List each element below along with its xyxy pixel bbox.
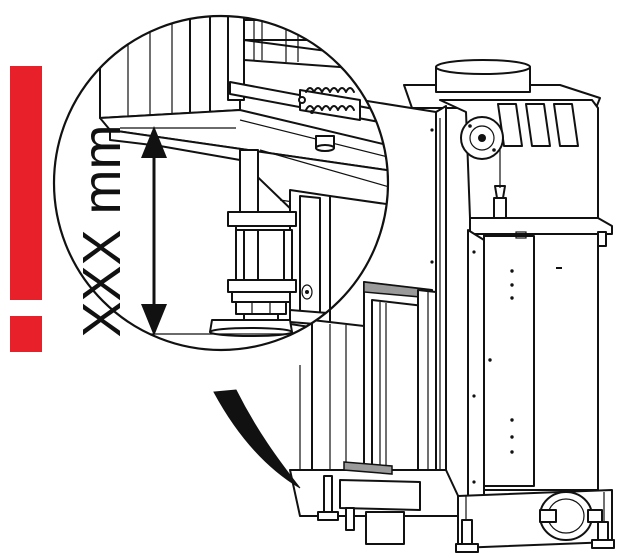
callout-pointer	[213, 389, 301, 489]
detail-magnifier	[52, 14, 390, 352]
base-frame	[289, 461, 615, 553]
top-hood	[439, 99, 599, 219]
lift-pulley	[460, 116, 507, 240]
dimension-arrow	[141, 126, 167, 336]
detail-spring-rail	[229, 81, 388, 125]
fireplace-insert	[289, 59, 615, 553]
right-panel	[467, 217, 613, 501]
warning-exclamation: !	[10, 66, 42, 352]
adjustable-leg	[209, 149, 297, 337]
dimension-label: XXX mm	[72, 124, 132, 337]
door-frame	[299, 281, 437, 501]
